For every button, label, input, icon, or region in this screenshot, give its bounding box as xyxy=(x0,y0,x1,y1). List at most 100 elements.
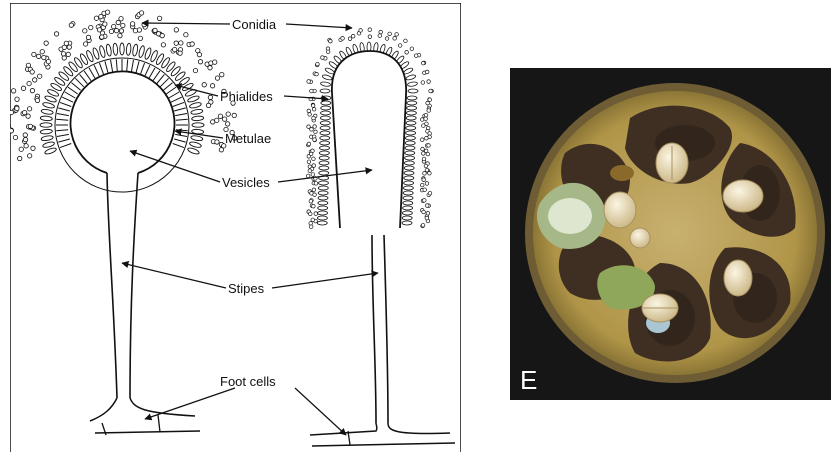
phialide xyxy=(405,156,415,160)
conidium xyxy=(428,98,432,102)
conidium xyxy=(395,33,399,37)
phialide xyxy=(192,123,204,127)
conidium xyxy=(226,112,230,116)
metula xyxy=(68,87,78,94)
conidium xyxy=(307,80,311,84)
right-vesicle xyxy=(332,51,406,228)
phialide xyxy=(405,74,416,81)
conidium xyxy=(311,104,315,108)
phialide xyxy=(40,129,52,134)
conidium xyxy=(215,76,219,80)
conidium xyxy=(30,70,34,74)
phialide xyxy=(320,141,330,145)
phialide xyxy=(41,135,54,141)
metula xyxy=(166,87,176,94)
conidium xyxy=(359,29,363,33)
conidium xyxy=(316,62,320,66)
conidiophore-diagram: Conidia Phialides Metulae Vesicles Stipe… xyxy=(10,3,461,452)
phialide xyxy=(405,151,415,155)
conidium xyxy=(119,29,123,33)
green-colony-left-center xyxy=(548,198,592,234)
phialide xyxy=(404,171,414,175)
conidium xyxy=(15,97,19,101)
conidium xyxy=(109,29,113,33)
conidium xyxy=(10,129,13,133)
conidium xyxy=(312,204,316,208)
metula xyxy=(176,119,188,120)
metula xyxy=(145,65,150,76)
conidium xyxy=(208,95,212,99)
conidium xyxy=(423,199,427,203)
phialide xyxy=(318,181,328,185)
conidium xyxy=(314,182,318,186)
conidium xyxy=(429,89,433,93)
phialide xyxy=(319,166,329,170)
phialide xyxy=(406,111,416,115)
conidium xyxy=(426,101,430,105)
conidium xyxy=(83,29,87,33)
conidium xyxy=(427,80,431,84)
phialide xyxy=(319,161,329,165)
conidium xyxy=(313,193,317,197)
leader-stipes-right xyxy=(272,273,378,288)
conidium xyxy=(206,103,210,107)
phialide xyxy=(406,116,416,120)
conidium xyxy=(420,183,424,187)
left-hypha-bottom xyxy=(95,431,200,433)
conidium xyxy=(424,164,428,168)
conidium xyxy=(426,211,430,215)
conidium xyxy=(94,16,98,20)
phialide xyxy=(404,181,414,185)
conidium xyxy=(309,222,313,226)
conidium xyxy=(202,83,206,87)
right-foot-curve-2 xyxy=(388,423,450,434)
label-conidia: Conidia xyxy=(232,17,277,32)
phialide xyxy=(40,116,52,121)
conidium xyxy=(410,47,414,51)
conidium xyxy=(174,28,178,32)
label-metulae: Metulae xyxy=(225,131,271,146)
conidium xyxy=(178,51,182,55)
conidium xyxy=(425,136,429,140)
conidium xyxy=(232,113,236,117)
metula xyxy=(131,60,133,72)
metula xyxy=(57,134,69,136)
conidium xyxy=(121,23,125,27)
metula xyxy=(94,65,99,76)
phialide xyxy=(320,89,330,93)
phialide xyxy=(317,216,327,220)
metula xyxy=(160,78,168,86)
leader-conidia-right xyxy=(286,24,352,28)
conidium xyxy=(62,56,66,60)
conidium xyxy=(311,218,315,222)
conidium xyxy=(414,54,418,58)
right-stipe-line-1 xyxy=(372,235,376,423)
seed-left xyxy=(604,192,636,228)
left-foot-curve-1 xyxy=(90,398,117,421)
left-septum-2 xyxy=(158,415,160,432)
metula xyxy=(174,139,186,142)
leader-foot-right xyxy=(295,388,346,435)
conidium xyxy=(138,36,142,40)
conidium xyxy=(100,35,104,39)
phialide xyxy=(318,191,328,195)
phialide xyxy=(405,136,415,140)
conidium xyxy=(198,60,202,64)
conidium xyxy=(427,144,431,148)
conidium xyxy=(313,138,317,142)
phialide xyxy=(320,126,330,130)
conidium xyxy=(220,72,224,76)
conidium xyxy=(425,204,429,208)
conidium xyxy=(307,109,311,113)
phialide xyxy=(120,43,124,55)
metula xyxy=(56,119,68,120)
conidium xyxy=(67,45,71,49)
conidium xyxy=(66,52,70,56)
conidium xyxy=(422,210,426,214)
conidium xyxy=(326,50,330,54)
metula xyxy=(111,60,113,72)
metula xyxy=(173,143,184,147)
metula xyxy=(89,68,95,78)
conidium xyxy=(388,32,392,36)
conidium xyxy=(97,28,101,32)
